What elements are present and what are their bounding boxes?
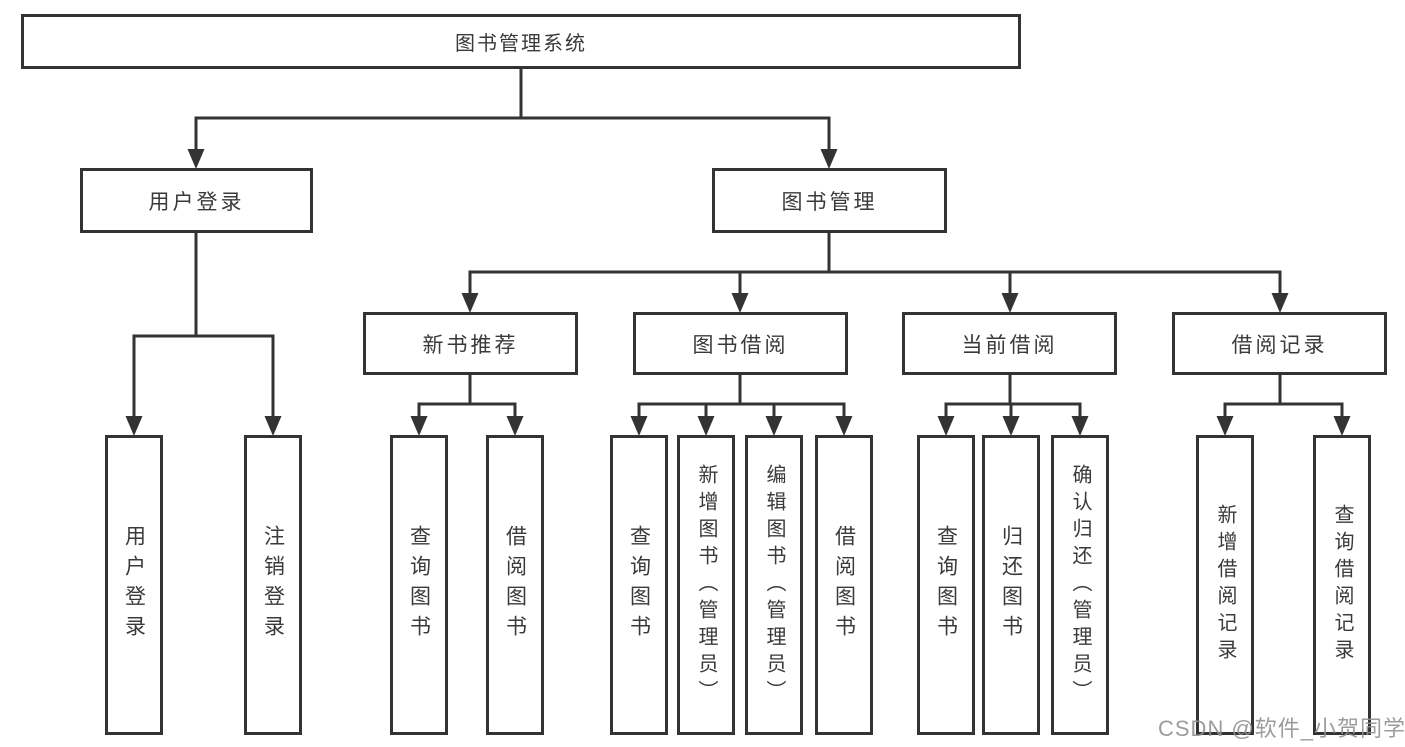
leaf-query-books-recommend: 查询图书 [390,435,448,735]
leaf-add-borrow-record: 新增借阅记录 [1196,435,1254,735]
leaf-confirm-return-admin: 确认归还（管理员） [1051,435,1109,735]
node-book-borrow: 图书借阅 [633,312,848,375]
node-user-login: 用户登录 [80,168,313,233]
leaf-borrow-books-recommend: 借阅图书 [486,435,544,735]
leaf-query-borrow-record: 查询借阅记录 [1313,435,1371,735]
node-borrow-records: 借阅记录 [1172,312,1387,375]
leaf-query-books-current: 查询图书 [917,435,975,735]
leaf-edit-books-admin: 编辑图书（管理员） [745,435,803,735]
node-new-book-recommend: 新书推荐 [363,312,578,375]
leaf-logout: 注销登录 [244,435,302,735]
node-book-management: 图书管理 [712,168,947,233]
leaf-query-books-borrow: 查询图书 [610,435,668,735]
leaf-return-books: 归还图书 [982,435,1040,735]
leaf-add-books-admin: 新增图书（管理员） [677,435,735,735]
leaf-borrow-books: 借阅图书 [815,435,873,735]
node-root: 图书管理系统 [21,14,1021,69]
node-current-borrow: 当前借阅 [902,312,1117,375]
csdn-watermark: CSDN @软件_小贺同学 [1158,716,1405,741]
leaf-user-login: 用户登录 [105,435,163,735]
